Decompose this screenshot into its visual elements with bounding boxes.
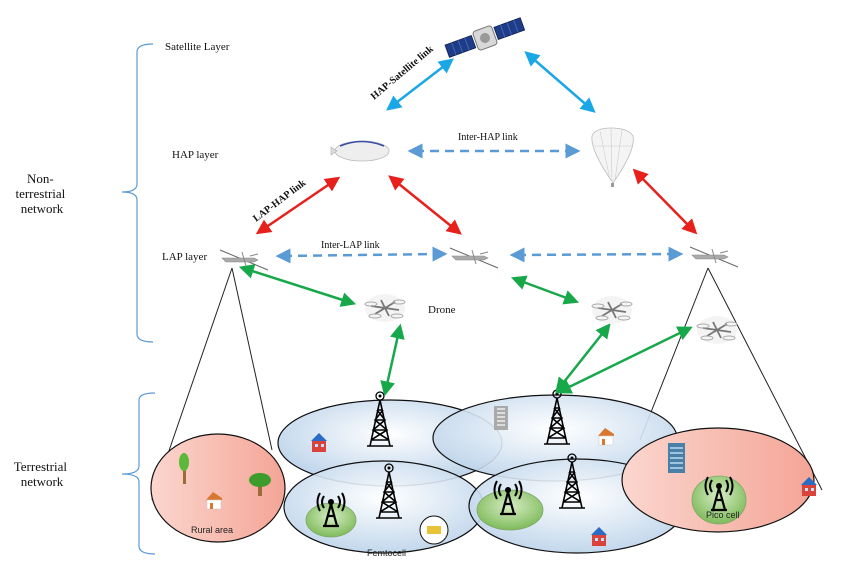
- inter-hap-link-label: Inter-HAP link: [458, 132, 518, 143]
- hap-satellite-link-right: [524, 51, 596, 113]
- office-building-icon: [668, 443, 685, 473]
- terrestrial-label: Terrestrial network: [14, 459, 70, 489]
- lap-hap-link-mid: [388, 175, 462, 235]
- uav-icon-left: [219, 249, 269, 271]
- uav-icon-right: [689, 246, 739, 268]
- macro-cell-3: [283, 460, 485, 554]
- hap-layer-label: HAP layer: [172, 149, 219, 161]
- non-terrestrial-label: Non- terrestrial network: [15, 171, 68, 216]
- drone-icon-right: [696, 315, 738, 345]
- inter-lap-link-right: [509, 246, 684, 263]
- balloon-icon: [591, 127, 634, 187]
- lap-drone-link-left: [238, 264, 357, 307]
- hap-satellite-link-left: [386, 58, 454, 111]
- femtocell-label: Femtocell: [367, 548, 406, 558]
- tree-icon: [179, 453, 189, 484]
- uav-icon-mid: [449, 247, 499, 269]
- drone-label: Drone: [428, 304, 456, 316]
- drone-tower-link-2: [555, 323, 611, 393]
- lap-hap-link-right: [632, 168, 698, 235]
- drone-icon-left: [364, 293, 406, 323]
- tree-icon: [249, 473, 271, 496]
- drone-tower-link-3: [556, 326, 693, 394]
- lap-layer-label: LAP layer: [162, 251, 207, 263]
- femto-device-icon: [427, 526, 441, 534]
- drone-tower-link-1: [380, 323, 405, 397]
- building-icon: [493, 405, 509, 431]
- lap-hap-link-left: [255, 176, 341, 235]
- rural-area-label: Rural area: [191, 525, 233, 535]
- terrestrial-bracket: [121, 392, 156, 555]
- hap-satellite-link-label: HAP-Satellite link: [369, 43, 436, 102]
- satellite-icon: [444, 17, 526, 58]
- drone-icon-mid: [591, 295, 633, 325]
- inter-lap-link-label: Inter-LAP link: [321, 240, 380, 251]
- non-terrestrial-bracket: [121, 43, 154, 343]
- airship-icon: [330, 140, 390, 162]
- lap-drone-link-mid: [510, 275, 580, 305]
- pico-cell-label: Pico cell: [706, 510, 740, 520]
- inter-lap-link-left: [275, 246, 448, 264]
- satellite-layer-label: Satellite Layer: [165, 41, 230, 53]
